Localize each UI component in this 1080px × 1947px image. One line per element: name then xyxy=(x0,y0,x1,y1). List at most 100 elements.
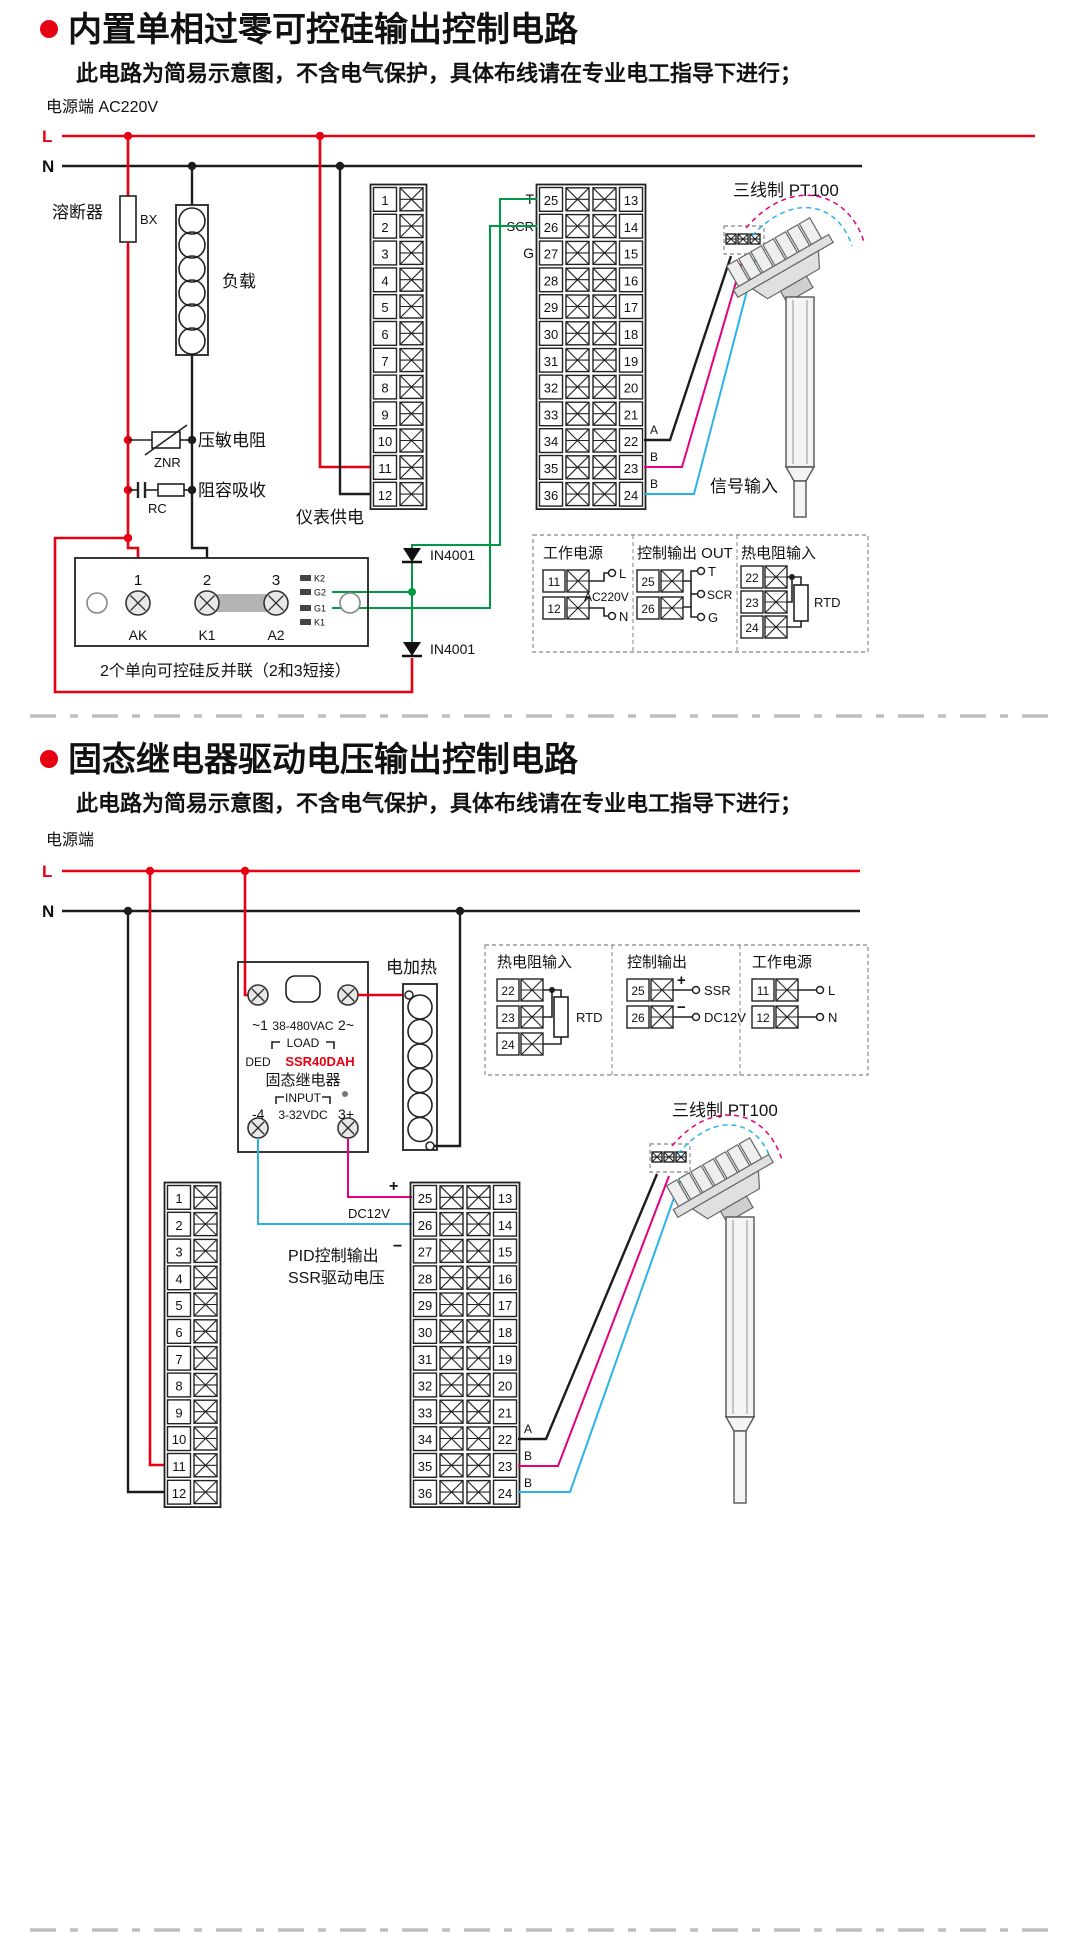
pt100-head xyxy=(725,216,834,304)
legend-terminal-cell xyxy=(542,596,566,620)
gate-pin-label: K1 xyxy=(314,618,325,628)
terminal-number-cell xyxy=(492,1479,518,1505)
pt100-sensor: 三线制 PT100 xyxy=(649,1101,783,1504)
terminal-number: 10 xyxy=(172,1432,186,1447)
legend-terminal-number: 11 xyxy=(757,984,770,998)
terminal-number: 12 xyxy=(378,488,392,503)
sensor-collar xyxy=(719,1195,754,1224)
terminal-number-cell xyxy=(538,240,564,266)
gate-pin-label: G1 xyxy=(314,604,326,614)
ssr-input-label: INPUT xyxy=(285,1091,322,1105)
section1-title: 内置单相过零可控硅输出控制电路 xyxy=(68,11,579,49)
sensor-lead-dashed xyxy=(745,194,865,243)
ssr-drive-label: SSR驱动电压 xyxy=(288,1269,385,1287)
heater: 电加热 xyxy=(358,911,462,1151)
legend-terminal-number: 11 xyxy=(548,575,561,589)
terminal-number: 26 xyxy=(418,1218,432,1233)
terminal-number-cell xyxy=(538,428,564,454)
meter-supply-l-wire xyxy=(318,136,370,469)
terminal-number-cell xyxy=(492,1184,518,1210)
terminal-number: 9 xyxy=(175,1405,182,1420)
legend-n: N xyxy=(619,609,628,624)
ssr-control-voltage: 3-32VDC xyxy=(278,1108,328,1122)
terminal-number-cell xyxy=(538,374,564,400)
legend-volt: DC12V xyxy=(704,1010,746,1025)
ssr-led-icon xyxy=(342,1091,348,1097)
terminal-number: 29 xyxy=(544,300,558,315)
gate-wire-t xyxy=(411,198,537,548)
legend-terminal-cell xyxy=(740,565,764,589)
terminal-number-cell xyxy=(492,1425,518,1452)
terminal-number-cell xyxy=(538,213,564,239)
module-note: 2个单向可控硅反并联（2和3短接） xyxy=(100,662,351,680)
line-l-label: L xyxy=(42,127,52,146)
terminal-number-cell xyxy=(372,481,398,507)
terminal-number: 34 xyxy=(544,434,558,449)
legend-terminal-number: 12 xyxy=(547,602,561,616)
terminal-number: 5 xyxy=(381,300,388,315)
terminal-number: 2 xyxy=(381,220,388,235)
legend-terminal-number: 23 xyxy=(745,596,759,610)
legend-terminal-number: 26 xyxy=(641,602,655,616)
terminal-number: 19 xyxy=(624,354,638,369)
legend-ssr: SSR xyxy=(704,983,731,998)
terminal-number-cell xyxy=(538,320,564,346)
gate-pin-icon xyxy=(300,619,311,625)
terminal-number: 15 xyxy=(624,247,638,262)
terminal-number: 18 xyxy=(498,1325,512,1340)
terminal-number: 14 xyxy=(498,1218,512,1233)
rtd-wire-a xyxy=(644,255,733,442)
fuse-label: 溶断器 xyxy=(52,203,103,222)
legend-power-title: 工作电源 xyxy=(543,545,603,562)
terminal-number-cell xyxy=(412,1238,438,1264)
rtd-wire-b1 xyxy=(518,1175,670,1467)
wire-a-label: A xyxy=(524,1422,532,1436)
legend-terminal-cell xyxy=(636,596,660,620)
terminal-number: 1 xyxy=(175,1191,182,1206)
ssr-brand: DED xyxy=(245,1055,271,1069)
terminal-number: 32 xyxy=(544,381,558,396)
terminal-number-cell xyxy=(372,428,398,454)
terminal-number-cell xyxy=(492,1452,518,1478)
terminal-number-cell xyxy=(412,1452,438,1478)
terminal-number-cell xyxy=(618,240,644,266)
pt100-label: 三线制 PT100 xyxy=(672,1101,778,1120)
terminal-number-cell xyxy=(166,1425,192,1452)
section1-subtitle: 此电路为简易示意图，不含电气保护，具体布线请在专业电工指导下进行； xyxy=(76,61,802,86)
terminal-number-cell xyxy=(166,1399,192,1425)
dc12v-label: DC12V xyxy=(348,1206,390,1221)
terminal-number-cell xyxy=(166,1291,192,1318)
coil-turn-icon xyxy=(178,327,206,355)
legend-out-title: 控制输出 OUT xyxy=(637,545,733,562)
legend-terminal-number: 23 xyxy=(501,1011,515,1025)
terminal-number-cell xyxy=(538,481,564,507)
terminal-number-cell xyxy=(492,1211,518,1237)
terminal-number: 36 xyxy=(544,488,558,503)
terminal-number-cell xyxy=(412,1318,438,1344)
terminal-number-cell xyxy=(372,186,398,212)
terminal-number: 33 xyxy=(418,1405,432,1420)
terminal-number: 10 xyxy=(378,434,392,449)
gate-pin-label: K2 xyxy=(314,574,325,584)
terminal-number: 1 xyxy=(381,193,388,208)
terminal-number: 22 xyxy=(624,434,638,449)
sensor-lead-dashed xyxy=(671,1114,783,1161)
module-terminal3-label: A2 xyxy=(267,627,284,643)
legend-terminal-cell xyxy=(496,978,520,1002)
bullet-icon xyxy=(40,750,58,768)
legend-terminal-cell xyxy=(751,1005,775,1029)
gate-pin-icon xyxy=(300,589,311,595)
section2-ssr-circuit: 固态继电器驱动电压输出控制电路 此电路为简易示意图，不含电气保护，具体布线请在专… xyxy=(30,741,1050,1932)
terminal-number: 7 xyxy=(381,354,388,369)
terminal-number: 8 xyxy=(381,381,388,396)
power-terminal-label: 电源端 xyxy=(46,831,94,849)
terminal-number-cell xyxy=(618,481,644,507)
terminal-number-cell xyxy=(538,401,564,427)
terminal-number-cell xyxy=(492,1238,518,1264)
legend-terminal-cell xyxy=(740,590,764,614)
